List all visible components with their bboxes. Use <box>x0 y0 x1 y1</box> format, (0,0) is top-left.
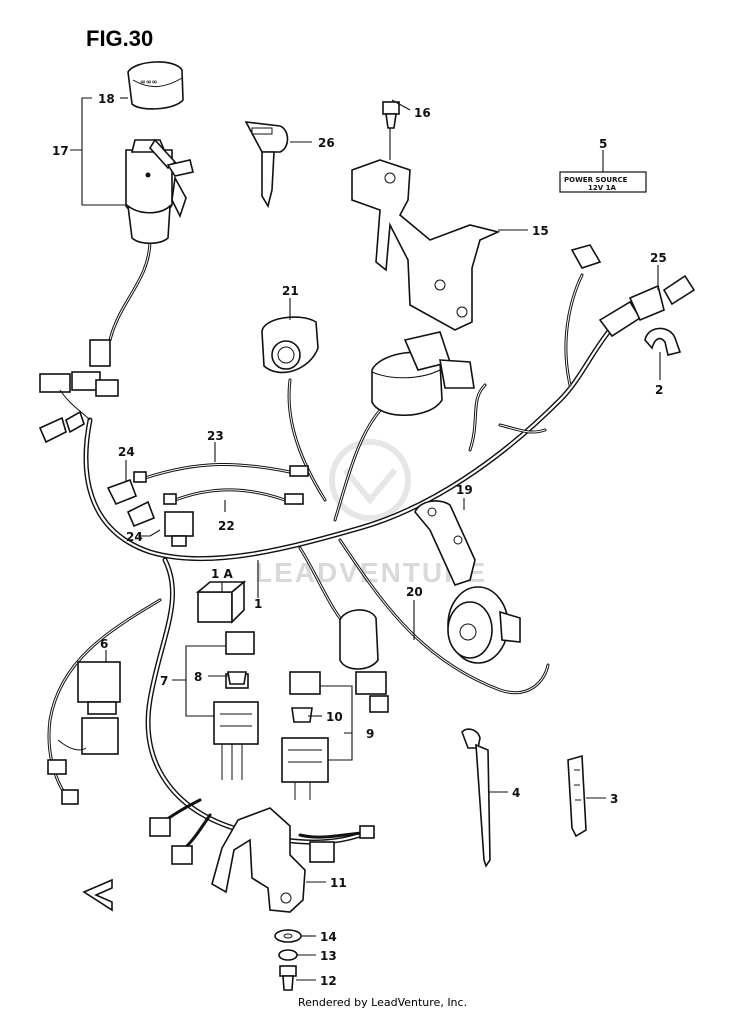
horn[interactable] <box>447 586 521 664</box>
callout-5: 5 <box>599 137 607 151</box>
callout-2: 2 <box>655 383 663 397</box>
lock-washer-13[interactable] <box>278 949 298 961</box>
decal-line1: POWER SOURCE <box>564 176 628 184</box>
fuse-holder-9[interactable] <box>281 671 329 800</box>
cable-tie-4[interactable] <box>461 728 491 868</box>
power-socket-25[interactable] <box>570 244 696 338</box>
bracket-15[interactable] <box>351 159 501 331</box>
bolt-16[interactable] <box>382 101 400 129</box>
callout-8: 8 <box>194 670 202 684</box>
ignition-key[interactable] <box>244 121 289 209</box>
callout-19: 19 <box>456 483 473 497</box>
callout-23: 23 <box>207 429 224 443</box>
fuse-8[interactable] <box>227 671 247 685</box>
handlebar-switch-21[interactable] <box>261 316 319 374</box>
callout-17: 17 <box>52 144 69 158</box>
callout-14: 14 <box>320 930 337 944</box>
fuse-10[interactable] <box>291 707 313 723</box>
cap-24-bottom[interactable] <box>126 500 156 528</box>
main-wire-harness[interactable] <box>47 238 613 852</box>
callout-1: 1 <box>254 597 262 611</box>
callout-20: 20 <box>406 585 423 599</box>
callout-15: 15 <box>532 224 549 238</box>
relay-small[interactable] <box>164 511 194 547</box>
footer-credit: Rendered by LeadVenture, Inc. <box>298 996 467 1009</box>
callout-labels: 18 17 26 16 5 15 25 2 21 23 24 22 24 19 … <box>52 92 667 988</box>
left-connector-block[interactable] <box>38 339 119 444</box>
lead-wire-22[interactable] <box>163 488 304 505</box>
leader-lines <box>70 97 661 981</box>
callout-6: 6 <box>100 637 108 651</box>
callout-21: 21 <box>282 284 299 298</box>
callout-16: 16 <box>414 106 431 120</box>
horn-bracket-19[interactable] <box>414 500 476 586</box>
washer-14[interactable] <box>274 929 302 943</box>
clamp-2[interactable] <box>644 327 682 356</box>
svg-text:∞∞∞: ∞∞∞ <box>140 78 158 86</box>
figure-title: FIG.30 <box>86 26 153 51</box>
front-arrow-icon <box>82 878 113 912</box>
callout-24-bottom: 24 <box>126 530 143 544</box>
decal-line2: 12V 1A <box>588 184 616 192</box>
callout-1a: 1 A <box>211 567 234 581</box>
ignition-coil[interactable] <box>371 331 475 417</box>
callout-4: 4 <box>512 786 520 800</box>
relay-1a[interactable] <box>195 580 247 624</box>
callout-7: 7 <box>160 674 168 688</box>
callout-25: 25 <box>650 251 667 265</box>
callout-3: 3 <box>610 792 618 806</box>
ignition-switch[interactable] <box>125 138 194 245</box>
callout-18: 18 <box>98 92 115 106</box>
callout-12: 12 <box>320 974 337 988</box>
lower-left-connectors[interactable] <box>149 817 375 865</box>
mid-connector[interactable] <box>339 609 389 713</box>
fuse-holder-7[interactable] <box>213 631 259 780</box>
cap-24-top[interactable] <box>106 478 138 506</box>
callout-10: 10 <box>326 710 343 724</box>
callout-13: 13 <box>320 949 337 963</box>
callout-22: 22 <box>218 519 235 533</box>
cable-clamp-3[interactable] <box>567 754 587 838</box>
callout-26: 26 <box>318 136 335 150</box>
relay-6[interactable] <box>47 661 121 805</box>
bolt-12[interactable] <box>279 965 297 991</box>
callout-9: 9 <box>366 727 374 741</box>
callout-24-top: 24 <box>118 445 135 459</box>
ignition-key-cap[interactable]: ∞∞∞ <box>127 61 184 110</box>
power-source-decal: POWER SOURCE 12V 1A <box>559 171 647 193</box>
bracket-11[interactable] <box>211 807 306 913</box>
callout-11: 11 <box>330 876 347 890</box>
lead-wire-23[interactable] <box>133 462 309 483</box>
